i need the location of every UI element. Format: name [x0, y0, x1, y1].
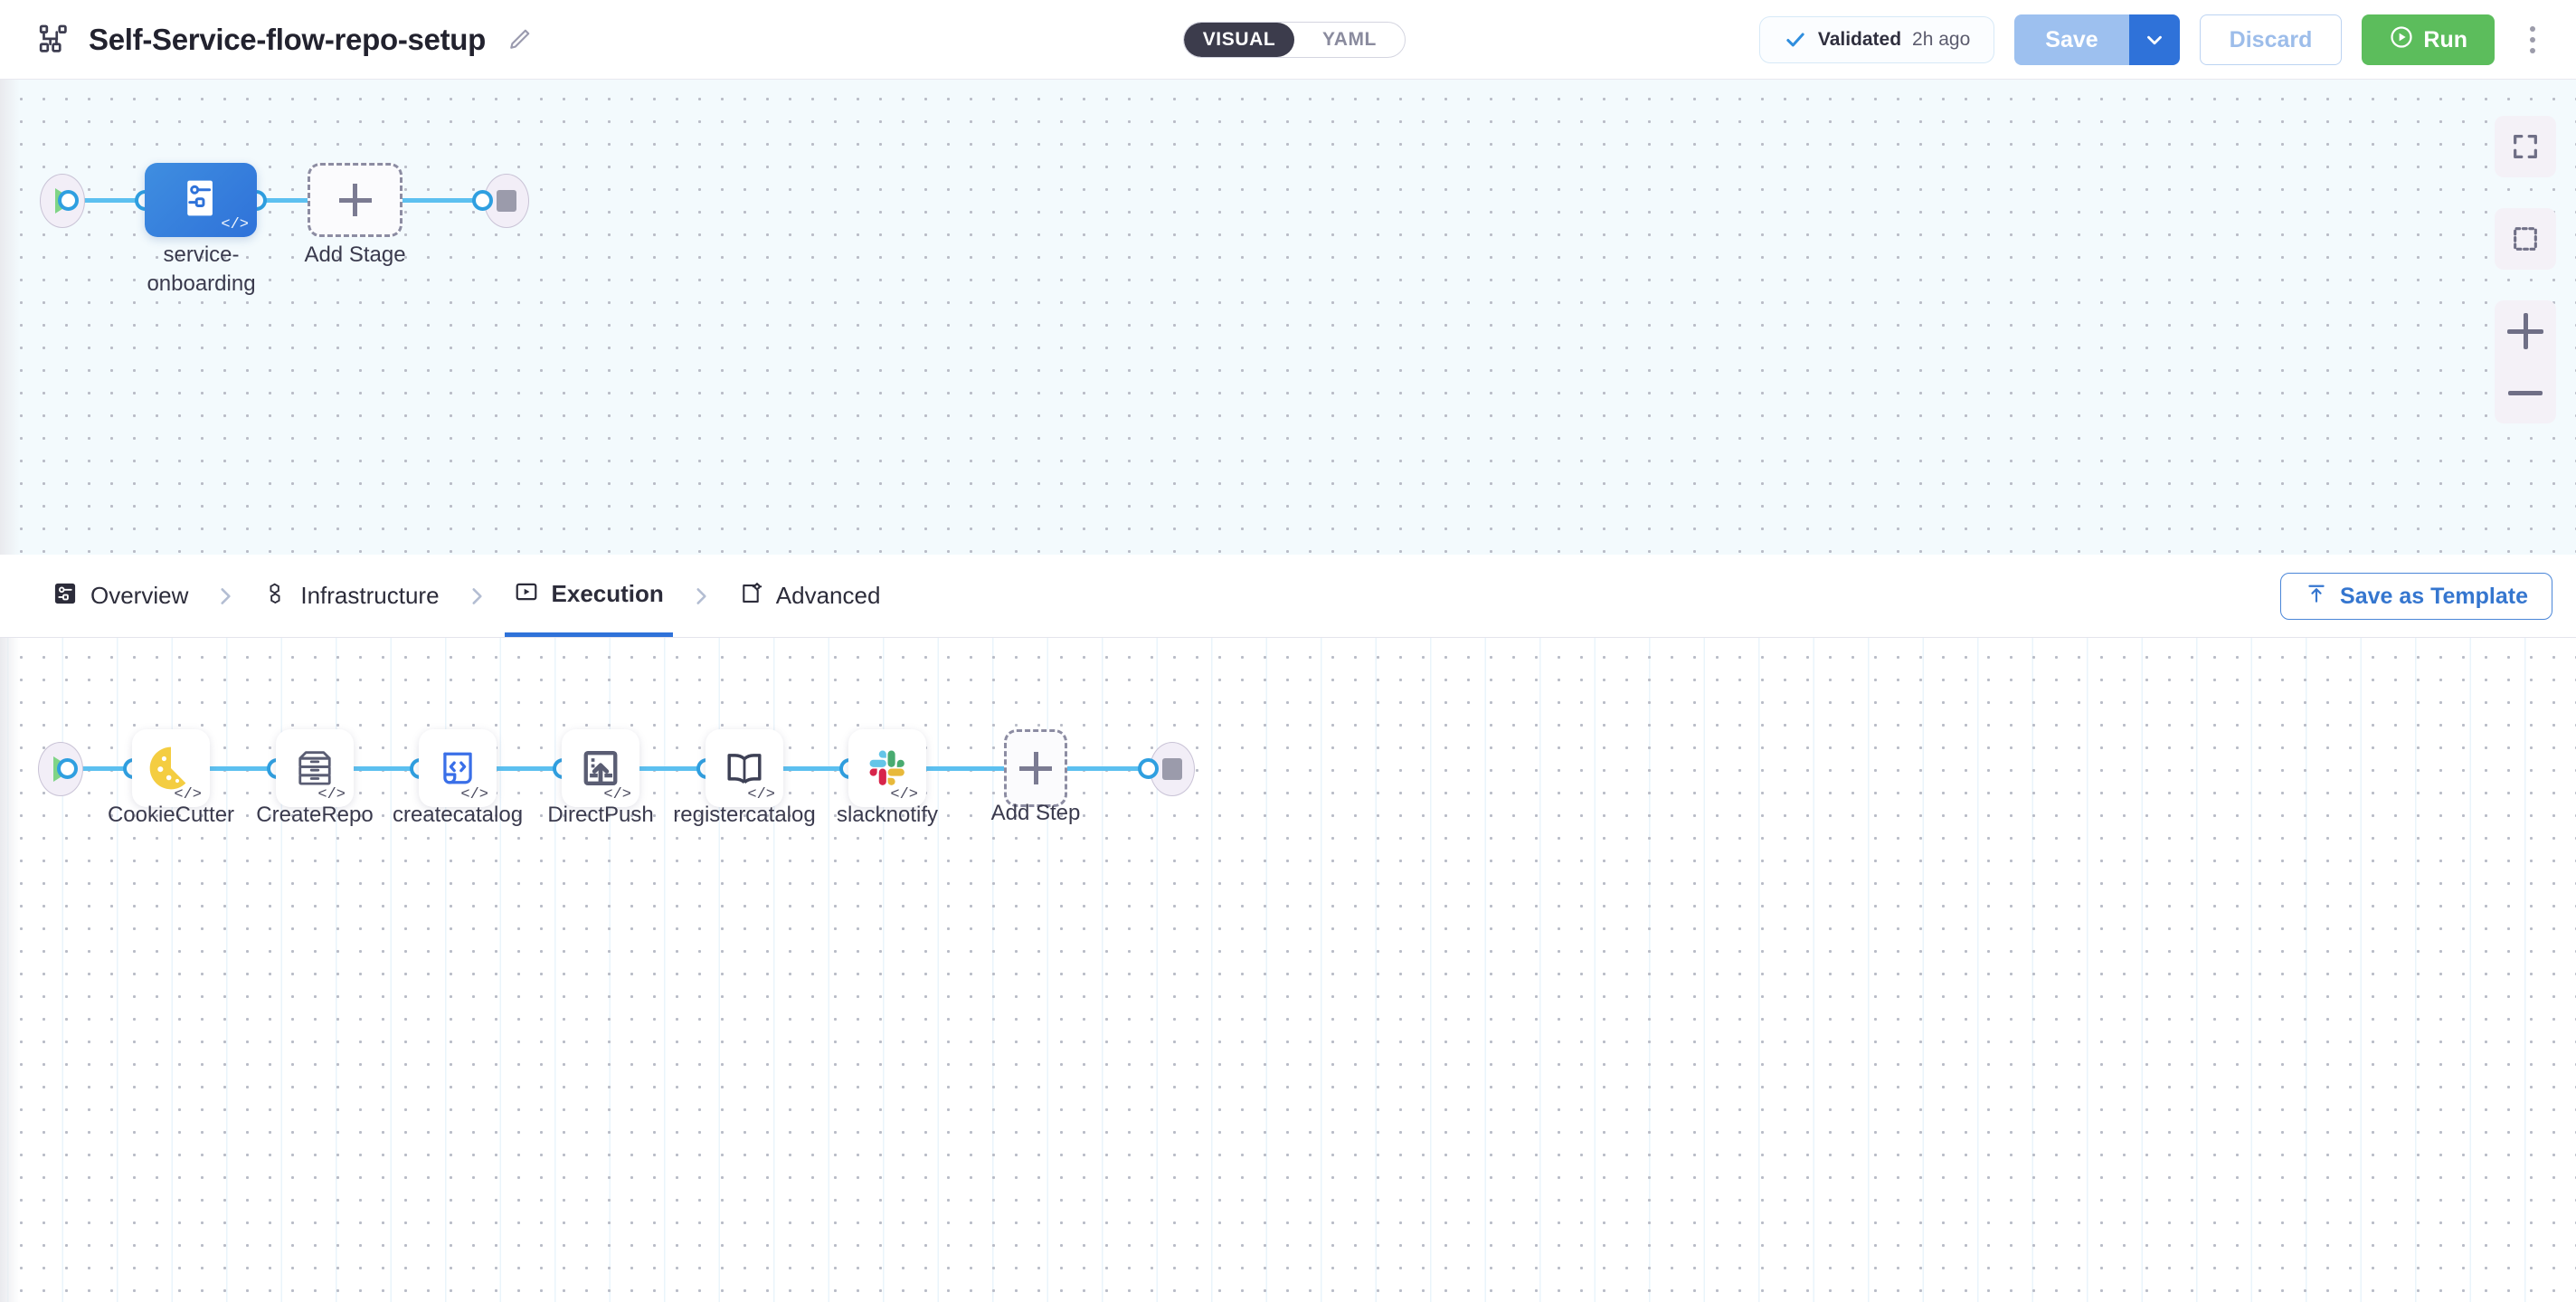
validated-timestamp: 2h ago: [1912, 29, 1971, 50]
status-badge: Validated 2h ago: [1758, 16, 1995, 63]
wire-cookiecutter-to-createrepo: [201, 766, 291, 771]
validated-label: Validated: [1817, 29, 1902, 50]
wire-addstage-to-end: [398, 198, 514, 203]
wire-stage-to-addstage: [223, 198, 336, 203]
tab-infrastructure-label: Infrastructure: [300, 582, 440, 609]
wire-directpush-to-registercatalog: [630, 766, 720, 771]
app-header: Self-Service-flow-repo-setup VISUAL YAML…: [0, 0, 2576, 80]
tab-advanced-label: Advanced: [775, 582, 881, 609]
wire-createrepo-to-createcatalog: [344, 766, 434, 771]
more-vertical-icon[interactable]: [2514, 14, 2551, 65]
stop-terminal-icon: [1162, 758, 1182, 780]
check-icon: [1784, 28, 1807, 52]
upload-document-icon: [583, 751, 618, 785]
file-cabinet-icon: [298, 751, 331, 785]
infrastructure-icon: [262, 581, 288, 611]
tab-overview[interactable]: Overview: [43, 555, 197, 637]
pipeline-nodes-icon: [38, 23, 72, 57]
zoom-in-out-group[interactable]: [2495, 300, 2556, 423]
execution-icon: [514, 579, 539, 609]
run-label: Run: [2423, 26, 2467, 52]
step-node-createrepo[interactable]: </>: [276, 729, 354, 807]
stage-code-badge: </>: [221, 216, 249, 233]
wire-start-to-cookiecutter: [65, 766, 152, 771]
step-canvas-left-edge-shadow: [0, 638, 20, 1302]
canvas-left-edge-shadow: [0, 80, 20, 555]
wire-registercatalog-to-slacknotify: [772, 766, 863, 771]
chevron-right-icon-3: [673, 583, 729, 610]
chevron-right-icon-2: [449, 583, 505, 610]
socket-start-out[interactable]: [58, 190, 79, 211]
tab-infrastructure[interactable]: Infrastructure: [253, 555, 448, 637]
add-stage-label: Add Stage: [304, 242, 406, 267]
upload-template-icon: [2305, 582, 2328, 612]
tab-list: Overview Infrastructure: [0, 555, 889, 637]
step-code-badge-cookiecutter: </>: [174, 786, 202, 803]
mode-option-yaml[interactable]: YAML: [1322, 29, 1377, 50]
plus-icon: [338, 184, 372, 216]
socket-step-end-in[interactable]: [1138, 758, 1159, 779]
header-left-group: Self-Service-flow-repo-setup: [0, 23, 533, 57]
step-node-createcatalog[interactable]: </>: [419, 729, 497, 807]
cookie-icon: [149, 746, 186, 790]
wire-createcatalog-to-directpush: [488, 766, 577, 771]
overview-icon: [52, 581, 78, 611]
add-stage-button[interactable]: [308, 163, 402, 237]
canvas-zoom-controls[interactable]: [2495, 116, 2556, 423]
pipeline-tabbar: Overview Infrastructure: [0, 555, 2576, 638]
tab-execution-label: Execution: [551, 579, 664, 607]
discard-button[interactable]: Discard: [2199, 14, 2343, 65]
zoom-in-icon[interactable]: [2495, 300, 2556, 362]
tab-overview-label: Overview: [90, 582, 189, 609]
tab-advanced[interactable]: Advanced: [729, 555, 890, 637]
fit-to-screen-icon[interactable]: [2495, 116, 2556, 177]
selection-box-icon[interactable]: [2495, 208, 2556, 270]
save-as-template-label: Save as Template: [2340, 583, 2528, 609]
chevron-down-icon[interactable]: [2128, 14, 2180, 65]
run-button[interactable]: Run: [2362, 14, 2495, 65]
header-right-group: Validated 2h ago Save Discard Run: [1758, 0, 2551, 80]
stage-deploy-icon: [178, 176, 223, 224]
slack-icon: [869, 750, 904, 785]
plus-icon: [1019, 752, 1052, 784]
step-canvas[interactable]: </> CookieCutter </> CreateRepo </> crea…: [0, 638, 2576, 1302]
step-code-badge-directpush: </>: [603, 786, 631, 803]
chevron-right-icon: [197, 583, 253, 610]
stage-label-line1: service-: [163, 242, 240, 267]
save-button-group[interactable]: Save: [2014, 14, 2180, 65]
socket-step-start-out[interactable]: [57, 758, 78, 779]
step-node-cookiecutter[interactable]: </>: [132, 729, 210, 807]
wire-addstep-to-end: [1065, 766, 1156, 771]
mode-option-visual[interactable]: VISUAL: [1184, 23, 1294, 57]
add-step-button[interactable]: [1004, 729, 1067, 807]
play-circle-icon: [2389, 24, 2414, 56]
step-node-directpush[interactable]: </>: [562, 729, 639, 807]
step-node-registercatalog[interactable]: </>: [706, 729, 783, 807]
code-document-icon: [443, 752, 472, 784]
step-code-badge-slacknotify: </>: [890, 786, 918, 803]
stage-label-line2: onboarding: [147, 271, 256, 296]
save-button[interactable]: Save: [2014, 14, 2129, 65]
pencil-edit-icon[interactable]: [506, 26, 533, 53]
socket-end-in[interactable]: [472, 190, 493, 211]
mode-toggle[interactable]: VISUAL YAML: [1183, 22, 1406, 58]
stage-node-label: service- onboarding: [118, 241, 285, 298]
step-code-badge-registercatalog: </>: [747, 786, 775, 803]
step-code-badge-createcatalog: </>: [460, 786, 488, 803]
step-code-badge-createrepo: </>: [317, 786, 346, 803]
stop-terminal-icon: [497, 190, 516, 212]
advanced-icon: [738, 581, 763, 611]
open-book-icon: [727, 754, 762, 784]
stage-canvas[interactable]: </> service- onboarding Add Stage: [0, 80, 2576, 555]
step-node-slacknotify[interactable]: </>: [848, 729, 926, 807]
stage-node-service-onboarding[interactable]: </>: [145, 163, 257, 237]
save-as-template-button[interactable]: Save as Template: [2280, 573, 2552, 620]
tab-execution[interactable]: Execution: [504, 555, 673, 637]
page-title: Self-Service-flow-repo-setup: [89, 22, 487, 56]
zoom-out-icon[interactable]: [2495, 362, 2556, 423]
wire-slacknotify-to-addstep: [917, 766, 1006, 771]
wire-start-to-stage: [65, 198, 157, 203]
